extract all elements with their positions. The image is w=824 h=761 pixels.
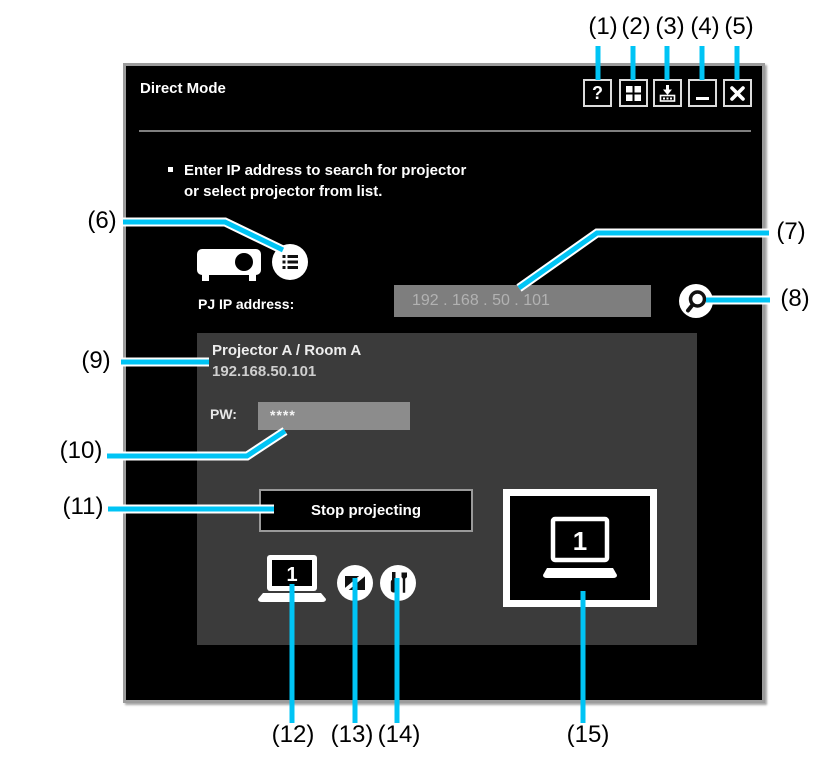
setup-tools-button[interactable] <box>380 565 416 601</box>
projection-screen-icon: 1 <box>503 489 657 607</box>
pj-ip-address-label: PJ IP address: <box>198 296 295 312</box>
projector-name: Projector A / Room A <box>212 342 362 359</box>
password-input[interactable]: **** <box>258 402 410 430</box>
pj-ip-address-input[interactable]: 192 . 168 . 50 . 101 <box>394 285 651 317</box>
layout-grid-button[interactable] <box>619 79 648 107</box>
instruction-bullet <box>168 167 173 172</box>
callout-label-15: (15) <box>566 721 610 748</box>
help-button[interactable]: ? <box>583 79 612 107</box>
callout-label-4: (4) <box>690 13 720 40</box>
list-icon <box>272 244 308 280</box>
projector-icon <box>197 249 261 281</box>
tools-icon <box>380 565 416 601</box>
instruction-line2: or select projector from list. <box>184 183 383 200</box>
projector-list-button[interactable] <box>272 244 308 280</box>
callout-label-1: (1) <box>588 13 618 40</box>
magnifier-icon <box>679 284 713 318</box>
titlebar-separator <box>139 130 751 132</box>
dock-minimize-icon <box>659 84 676 102</box>
close-button[interactable] <box>723 79 752 107</box>
minimize-icon <box>696 96 709 100</box>
stop-projecting-button[interactable]: Stop projecting <box>259 489 473 532</box>
blank-screen-icon <box>337 565 373 601</box>
help-icon: ? <box>592 83 603 103</box>
source-number: 1 <box>286 564 297 586</box>
search-button[interactable] <box>679 284 713 318</box>
callout-label-10: (10) <box>59 437 103 464</box>
laptop-source-icon: 1 <box>258 555 326 602</box>
callout-label-11: (11) <box>62 493 104 520</box>
callout-label-5: (5) <box>724 13 754 40</box>
callout-label-9: (9) <box>81 347 111 374</box>
callout-label-6: (6) <box>87 207 117 234</box>
callout-label-13: (13) <box>330 721 374 748</box>
callout-label-2: (2) <box>621 13 651 40</box>
blank-screen-button[interactable] <box>337 565 373 601</box>
projector-panel: Projector A / Room A 192.168.50.101 PW: … <box>197 333 697 645</box>
instruction-text: Enter IP address to search for projector… <box>184 160 466 202</box>
close-icon <box>730 85 745 101</box>
minimize-button[interactable] <box>688 79 717 107</box>
layout-grid-icon <box>626 85 641 101</box>
dock-minimize-button[interactable] <box>653 79 682 107</box>
preview-source-number: 1 <box>573 526 587 556</box>
callout-label-7: (7) <box>776 218 806 245</box>
password-label: PW: <box>210 406 237 422</box>
callout-label-14: (14) <box>377 721 421 748</box>
callout-label-8: (8) <box>780 285 810 312</box>
direct-mode-dialog: Direct Mode ? Enter IP address to search… <box>123 63 765 703</box>
instruction-line1: Enter IP address to search for projector <box>184 162 467 179</box>
callout-label-12: (12) <box>271 721 315 748</box>
callout-label-3: (3) <box>655 13 685 40</box>
projector-ip: 192.168.50.101 <box>212 363 317 380</box>
window-title: Direct Mode <box>140 80 226 97</box>
